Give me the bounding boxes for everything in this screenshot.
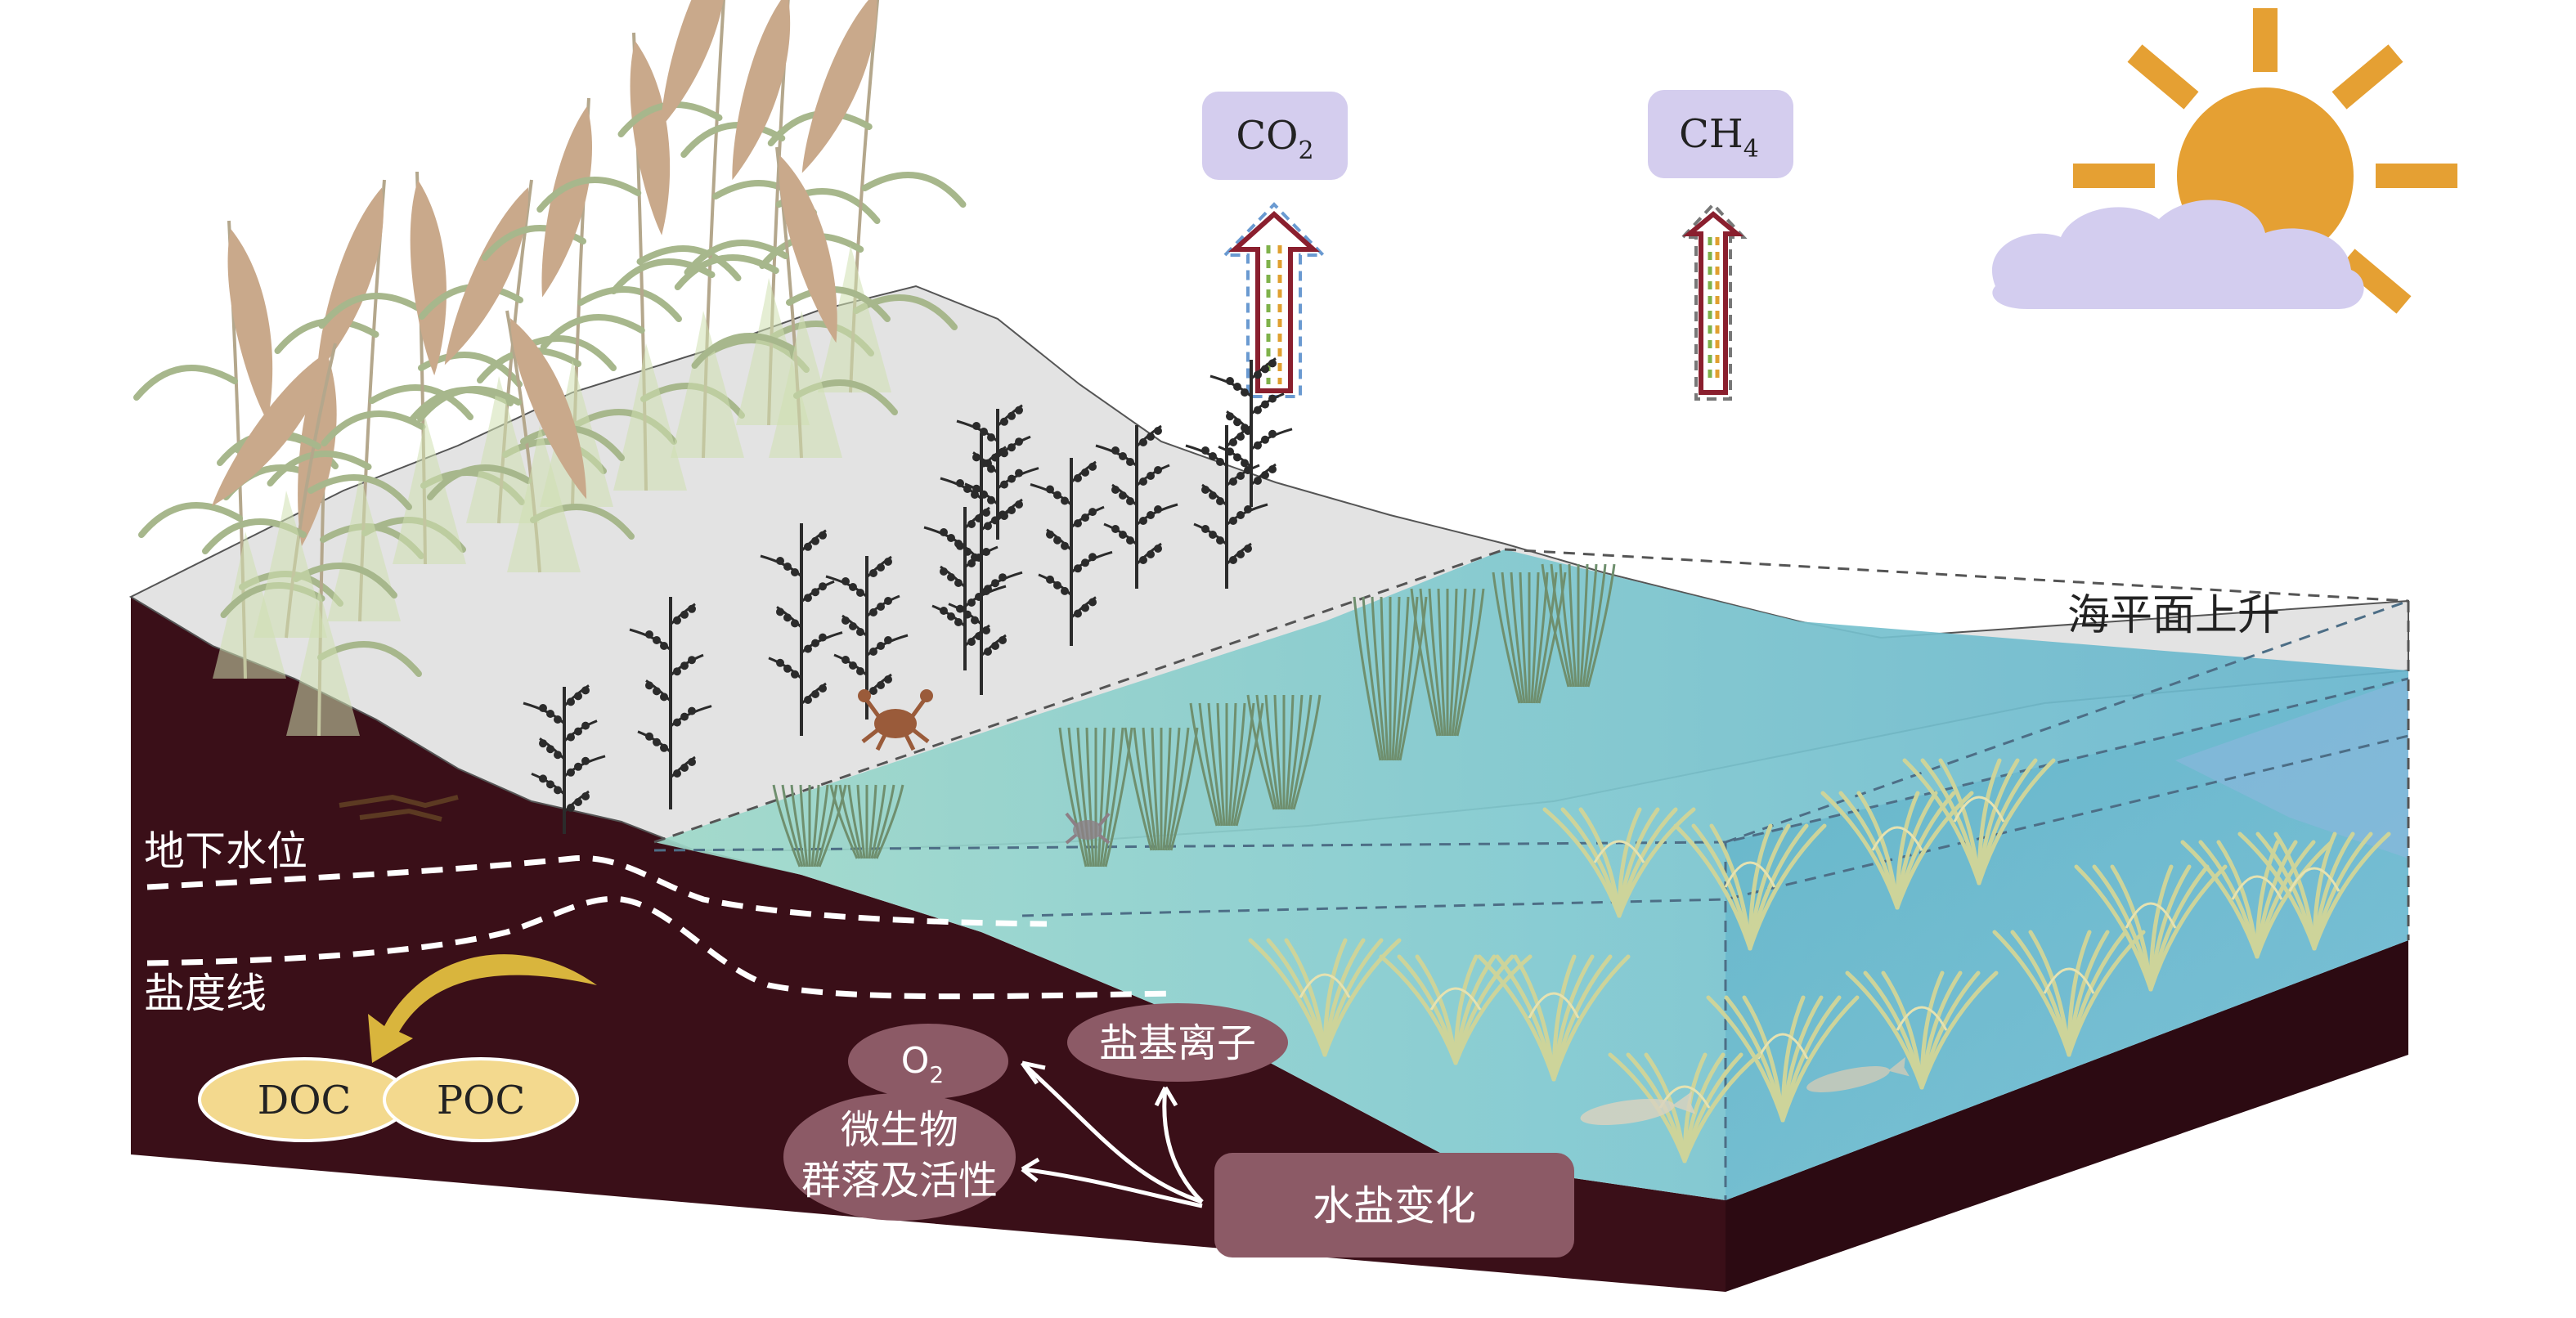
o2-label: O2 <box>901 1040 944 1088</box>
curved-arrow-icon <box>368 954 597 1063</box>
seagrass-clump <box>1820 791 1974 910</box>
arrow-to-salt-ions-icon <box>1162 1087 1204 1204</box>
suaeda-shrub <box>760 523 843 736</box>
microbe-bubble <box>783 1093 1016 1221</box>
sea-level-plane-edge-back <box>1504 548 2409 603</box>
suaeda-shrub <box>629 597 712 809</box>
ch4-up-arrow-icon <box>1679 202 1748 401</box>
cloud-icon <box>1992 199 2364 309</box>
groundwater-level-label: 地下水位 <box>144 827 307 875</box>
doc-label: DOC <box>258 1078 352 1123</box>
seagrass-clump <box>1542 807 1696 918</box>
marsh-grass-clump <box>1353 596 1428 761</box>
suaeda-shrub <box>1030 458 1113 646</box>
root-debris <box>339 794 459 822</box>
reed-plant <box>202 343 412 639</box>
marsh-grass-clump <box>1058 727 1133 867</box>
ch4-label: CH4 <box>1679 111 1759 164</box>
water-salt-process: O2 盐基离子 微生物 群落及活性 水盐变化 <box>783 1003 1574 1257</box>
seagrass-clump <box>1248 938 1402 1057</box>
fish-icon-2 <box>1806 1056 1910 1092</box>
seagrass-clump <box>2074 864 2228 992</box>
co2-up-arrow-icon <box>1221 202 1327 398</box>
suaeda-shrub <box>1209 357 1293 507</box>
reed-plant <box>417 310 635 573</box>
reed-plant <box>684 146 898 459</box>
offshore-water-right <box>2175 679 2408 858</box>
seagrass-clump <box>1992 930 2146 1057</box>
marsh-grass-clump <box>1492 572 1567 704</box>
suaeda-plants <box>523 357 1293 834</box>
seagrass-plants <box>1248 758 2391 1163</box>
salt-ions-bubble <box>1067 1003 1288 1082</box>
seagrass-clump <box>1706 995 1860 1123</box>
poc-ellipse <box>383 1057 579 1142</box>
poc-label: POC <box>437 1078 525 1123</box>
microbe-label-line2: 群落及活性 <box>801 1158 998 1204</box>
organic-carbon-group: DOC POC <box>198 954 597 1142</box>
water-salt-change-box <box>1214 1153 1574 1257</box>
marsh-grass-clump <box>1246 694 1322 810</box>
arrow-to-microbe-icon <box>1021 1167 1203 1208</box>
microbe-label-line1: 微生物 <box>841 1107 958 1153</box>
suaeda-shrub <box>956 404 1039 540</box>
co2-emission: CO2 <box>1202 92 1348 398</box>
suaeda-shrub <box>1095 424 1178 589</box>
reed-plant <box>536 32 745 491</box>
marsh-grass-clump <box>829 784 904 859</box>
o2-bubble <box>848 1024 1008 1099</box>
co2-box <box>1202 92 1348 180</box>
seagrass-clump <box>1673 823 1827 951</box>
reed-plant <box>759 0 967 393</box>
water-salt-change-label: 水盐变化 <box>1313 1182 1476 1230</box>
seagrass-clump <box>1477 954 1631 1082</box>
suaeda-shrub <box>825 555 909 720</box>
marsh-grass-clump <box>1541 563 1616 688</box>
marsh-grass-clump <box>1189 702 1264 827</box>
marsh-grass-plants <box>772 563 1616 867</box>
reed-plant <box>318 171 525 565</box>
ch4-emission: CH4 <box>1648 90 1793 401</box>
sea-level-rise-label: 海平面上升 <box>2067 591 2280 640</box>
marsh-grass-clump <box>1410 588 1485 737</box>
arrow-to-o2-icon <box>1021 1061 1203 1204</box>
water-lines <box>146 855 1178 1000</box>
groundwater-level-line <box>146 855 1048 927</box>
suaeda-shrub <box>523 684 606 834</box>
salinity-line-label: 盐度线 <box>144 970 267 1017</box>
salt-ions-label: 盐基离子 <box>1099 1020 1256 1066</box>
marsh-grass-clump <box>772 784 847 867</box>
suaeda-shrub <box>923 506 1007 670</box>
fish-icon <box>1580 1091 1696 1126</box>
seagrass-clump <box>1845 971 1999 1090</box>
soil-side-face <box>1726 940 2408 1292</box>
reed-plants <box>133 0 967 737</box>
seagrass-clump <box>2237 832 2391 951</box>
co2-label: CO2 <box>1236 113 1313 165</box>
crab-small-icon <box>1065 812 1111 845</box>
water-box-line-a <box>653 677 2409 852</box>
process-arrows <box>1020 1060 1204 1208</box>
seagrass-clump <box>1902 758 2056 885</box>
crab-icon <box>858 689 933 751</box>
water-box-diagonal <box>1725 599 2409 844</box>
salinity-line <box>146 895 1178 1000</box>
ch4-box <box>1648 90 1793 178</box>
